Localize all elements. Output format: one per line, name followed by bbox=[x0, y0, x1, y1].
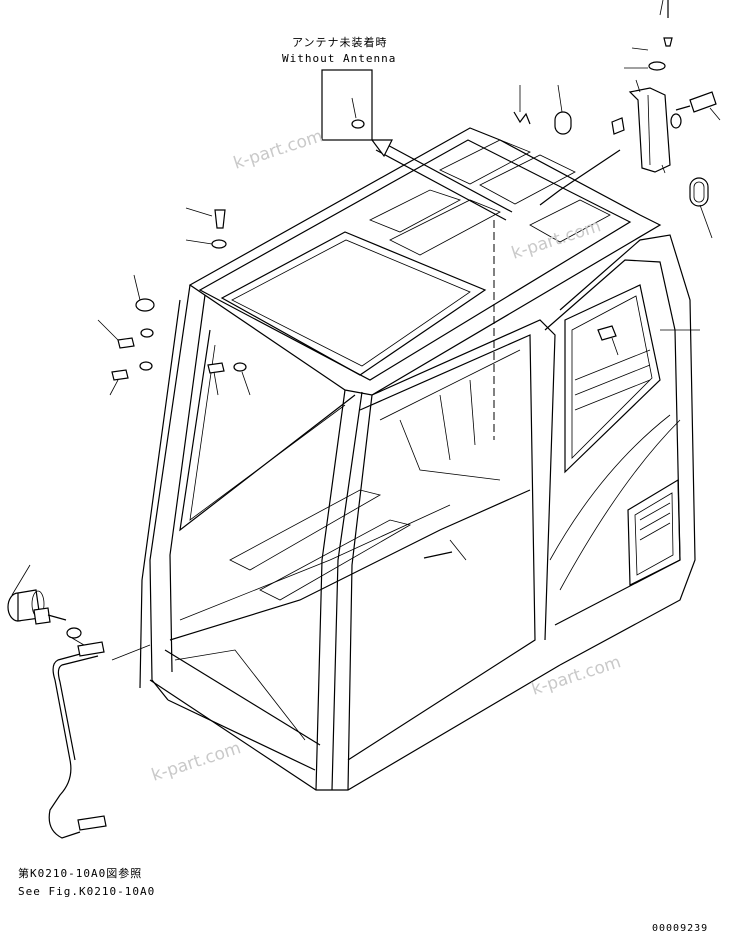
antenna-note-jp: アンテナ未装着時 bbox=[292, 36, 388, 49]
left-fasteners bbox=[111, 209, 617, 381]
antenna-inset bbox=[321, 69, 373, 141]
ref-note-en: See Fig.K0210-10A0 bbox=[18, 885, 156, 898]
ref-note-jp: 第K0210-10A0図参照 bbox=[18, 867, 143, 880]
cab-frame bbox=[139, 127, 696, 791]
top-right-parts bbox=[513, 0, 717, 207]
lower-left-parts bbox=[7, 551, 453, 839]
antenna-note-en: Without Antenna bbox=[282, 52, 397, 65]
figure-number: 00009239 bbox=[652, 923, 709, 934]
